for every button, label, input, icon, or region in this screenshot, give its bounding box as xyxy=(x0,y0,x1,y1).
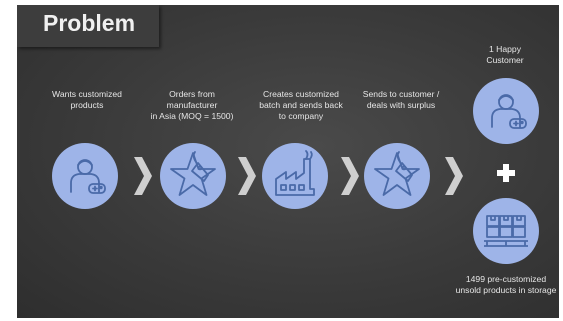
stacked-boxes-icon xyxy=(484,215,528,247)
outcome-bottom-label: 1499 pre-customized unsold products in s… xyxy=(445,274,559,296)
outcome-bottom-label-line-2: unsold products in storage xyxy=(455,285,557,295)
step-4-circle xyxy=(364,143,430,209)
person-with-controller-icon xyxy=(70,159,106,194)
outcome-top-label: 1 Happy Customer xyxy=(465,44,545,66)
title-box: Problem xyxy=(17,5,159,47)
chevron-right-icon xyxy=(134,157,152,195)
step-1-label-line-2: products xyxy=(70,100,104,110)
problem-slide: Problem Wants customized products Orders… xyxy=(17,5,559,318)
star-tag-icon xyxy=(374,151,420,196)
chevron-right-icon xyxy=(238,157,256,195)
step-2-circle xyxy=(160,143,226,209)
outcome-top-label-line-1: 1 Happy xyxy=(488,44,521,54)
step-4-label: Sends to customer / deals with surplus xyxy=(353,89,449,111)
step-1-circle xyxy=(52,143,118,209)
factory-icon xyxy=(275,150,315,196)
step-2-label: Orders from manufacturer in Asia (MOQ = … xyxy=(147,89,237,122)
outcome-bottom-circle xyxy=(473,198,539,264)
star-tag-icon xyxy=(170,151,216,196)
step-3-circle xyxy=(262,143,328,209)
step-2-label-line-1: Orders from xyxy=(169,89,215,99)
outcome-top-circle xyxy=(473,78,539,144)
outcome-bottom-label-line-1: 1499 pre-customized xyxy=(465,274,547,284)
step-2-label-line-2: manufacturer xyxy=(166,100,218,110)
outcome-top-label-line-2: Customer xyxy=(486,55,524,65)
step-1-label-line-1: Wants customized xyxy=(52,89,122,99)
chevron-right-icon xyxy=(341,157,359,195)
step-4-label-line-2: deals with surplus xyxy=(366,100,436,110)
person-with-controller-icon xyxy=(491,94,527,129)
plus-icon xyxy=(497,164,515,182)
step-4-label-line-1: Sends to customer / xyxy=(362,89,440,99)
step-1-label: Wants customized products xyxy=(47,89,127,111)
step-3-label: Creates customized batch and sends back … xyxy=(253,89,349,122)
step-3-label-line-3: to company xyxy=(278,111,324,121)
step-2-label-line-3: in Asia (MOQ = 1500) xyxy=(150,111,234,121)
step-3-label-line-2: batch and sends back xyxy=(259,100,343,110)
step-3-label-line-1: Creates customized xyxy=(263,89,339,99)
slide-title: Problem xyxy=(43,10,136,36)
chevron-right-icon xyxy=(445,157,463,195)
